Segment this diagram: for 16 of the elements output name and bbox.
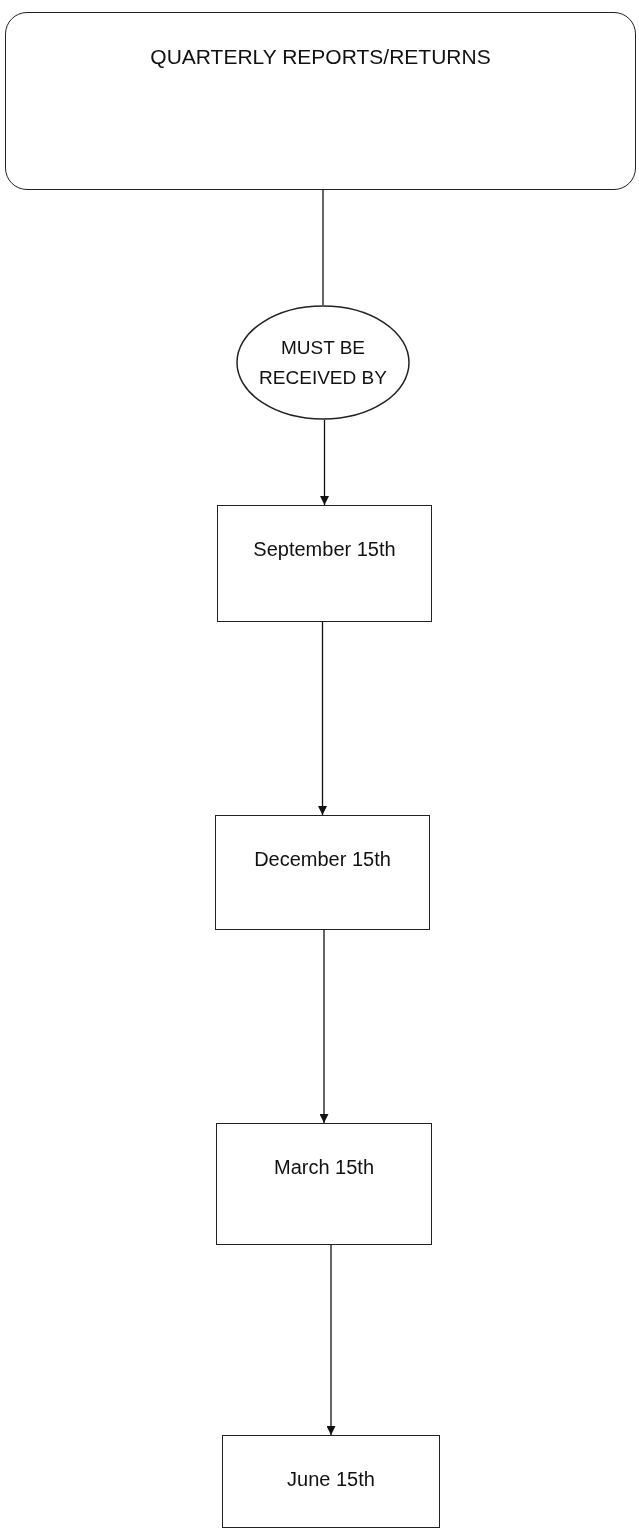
arrow <box>326 1244 336 1436</box>
node-label: June 15th <box>287 1467 375 1492</box>
node-label: March 15th <box>273 1155 375 1180</box>
node-label: September 15th <box>253 537 396 562</box>
node-label: December 15th <box>254 847 391 872</box>
process-box <box>216 1123 432 1245</box>
connector-line <box>322 189 324 306</box>
process-box <box>222 1435 440 1528</box>
arrow <box>319 929 329 1124</box>
rounded-box <box>5 12 636 190</box>
process-box <box>215 815 430 930</box>
node-label: QUARTERLY REPORTS/RETURNS <box>150 44 491 70</box>
arrow <box>320 419 329 506</box>
node-label: MUST BE RECEIVED BY <box>258 336 388 390</box>
arrow <box>318 621 327 816</box>
process-box <box>217 505 432 622</box>
